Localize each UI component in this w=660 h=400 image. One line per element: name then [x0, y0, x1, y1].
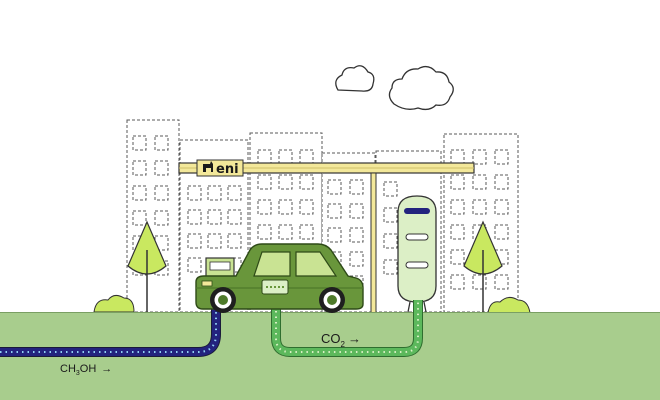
- building-window: [472, 174, 487, 190]
- building-window: [154, 185, 169, 201]
- car-icon: [195, 243, 364, 313]
- building-window: [450, 274, 465, 290]
- methanol-label-sub: 3: [76, 370, 80, 377]
- building-window: [187, 233, 202, 249]
- building-window: [327, 203, 342, 219]
- building-window: [154, 210, 169, 226]
- building-window: [494, 224, 509, 240]
- building-right: [443, 133, 519, 313]
- building-window: [154, 160, 169, 176]
- building-window: [349, 227, 364, 243]
- building-window: [132, 135, 147, 151]
- building-window: [299, 149, 314, 165]
- building-window: [327, 227, 342, 243]
- building-window: [450, 149, 465, 165]
- building-window: [383, 233, 398, 249]
- building-window: [299, 224, 314, 240]
- building-left: [126, 119, 180, 313]
- building-window: [472, 149, 487, 165]
- building-window: [349, 203, 364, 219]
- co2-pipe: [271, 300, 423, 357]
- building-window: [494, 174, 509, 190]
- building-window: [227, 209, 242, 225]
- bush-left-icon: [93, 294, 135, 313]
- building-window: [383, 259, 398, 275]
- co2-storage-tank: [397, 195, 437, 313]
- building-window: [278, 199, 293, 215]
- co2-label-arrow: →: [348, 331, 361, 346]
- cloud-small-icon: [335, 65, 375, 92]
- co2-label-sub: 2: [341, 340, 346, 349]
- building-window: [494, 149, 509, 165]
- cloud-large-icon: [388, 65, 454, 111]
- brand-logo-text: eni: [216, 162, 239, 177]
- building-window: [257, 199, 272, 215]
- methanol-label-post: OH: [80, 363, 97, 375]
- methanol-label-arrow: →: [101, 363, 112, 375]
- building-window: [278, 224, 293, 240]
- building-window: [227, 233, 242, 249]
- building-window: [278, 174, 293, 190]
- building-window: [187, 209, 202, 225]
- building-window: [187, 257, 202, 273]
- building-window: [494, 274, 509, 290]
- building-window: [132, 210, 147, 226]
- building-window: [154, 135, 169, 151]
- building-window: [132, 160, 147, 176]
- building-window: [472, 199, 487, 215]
- building-window: [327, 179, 342, 195]
- building-window: [207, 209, 222, 225]
- building-window: [257, 149, 272, 165]
- building-window: [383, 181, 398, 197]
- building-window: [257, 224, 272, 240]
- building-window: [450, 174, 465, 190]
- building-window: [349, 179, 364, 195]
- building-window: [187, 185, 202, 201]
- svg-text:CO2→: CO2→: [321, 331, 361, 349]
- building-window: [278, 149, 293, 165]
- methanol-label: CH3OH →: [60, 363, 112, 377]
- methanol-label-pre: CH: [60, 363, 76, 375]
- building-window: [132, 185, 147, 201]
- eni-logo: eni: [196, 159, 244, 177]
- building-window: [299, 174, 314, 190]
- building-window: [299, 199, 314, 215]
- six-legged-dog-icon: [203, 161, 213, 172]
- co2-label: CO2→: [321, 331, 361, 349]
- building-window: [383, 207, 398, 223]
- bush-right-icon: [487, 296, 531, 314]
- building-window: [227, 185, 242, 201]
- building-window: [207, 233, 222, 249]
- svg-text:CH3OH→: CH3OH →: [60, 363, 112, 377]
- building-window: [450, 249, 465, 265]
- building-window: [450, 224, 465, 240]
- co2-label-main: CO: [321, 331, 341, 346]
- building-window: [257, 174, 272, 190]
- building-window: [207, 185, 222, 201]
- methanol-pipe: [0, 306, 221, 357]
- building-window: [494, 199, 509, 215]
- tree-right-icon: [463, 220, 503, 312]
- tree-left-icon: [127, 220, 167, 312]
- building-window: [349, 251, 364, 267]
- building-window: [450, 199, 465, 215]
- building-window: [472, 274, 487, 290]
